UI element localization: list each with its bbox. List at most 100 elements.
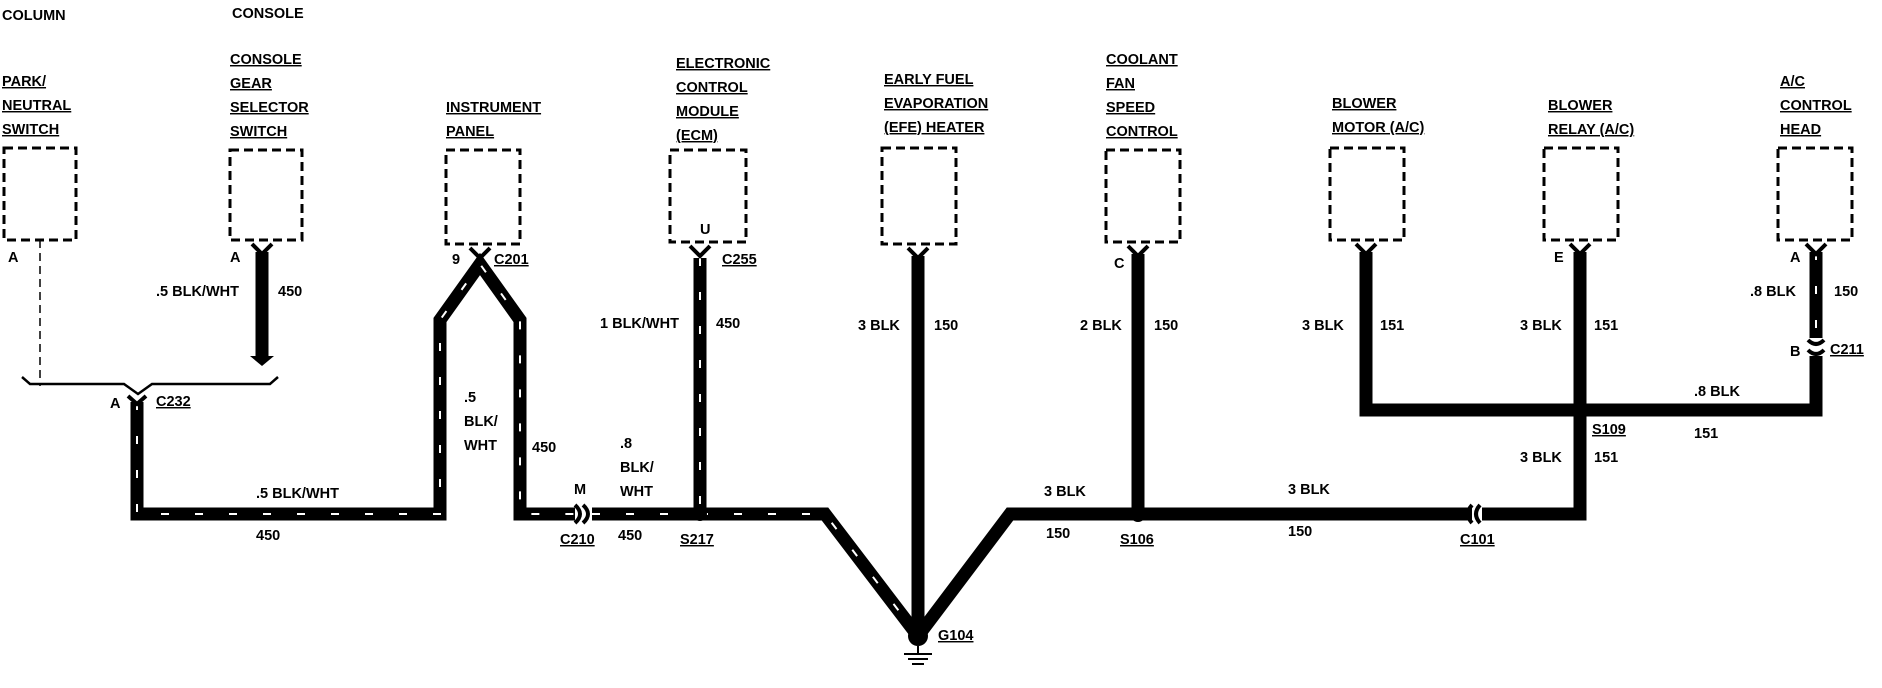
wire-circuit-label: 151 xyxy=(1380,318,1404,334)
pin-c210-m: M xyxy=(574,482,586,498)
wire-circuit-label: 450 xyxy=(532,440,556,456)
pin-ach-b: B xyxy=(1790,344,1800,360)
connector-c232-label: C232 xyxy=(156,394,191,410)
efe-heater-label: EARLY FUEL EVAPORATION (EFE) HEATER xyxy=(884,72,988,136)
wire-circuit-label: 150 xyxy=(1046,526,1070,542)
label-line: RELAY (A/C) xyxy=(1548,122,1634,138)
label-line: CONSOLE xyxy=(230,52,302,68)
wire-c232-to-ip xyxy=(130,252,575,521)
label-line: EARLY FUEL xyxy=(884,72,974,88)
label-line: MODULE xyxy=(676,104,739,120)
pin-coolant-c: C xyxy=(1114,256,1125,272)
label-line: FAN xyxy=(1106,76,1135,92)
splice-s109-label: S109 xyxy=(1592,422,1626,438)
label-line: CONTROL xyxy=(1106,124,1178,140)
terminal-c232-a xyxy=(126,394,148,407)
label-line: EVAPORATION xyxy=(884,96,988,112)
label-line: (ECM) xyxy=(676,128,718,144)
wire-s106-to-g104 xyxy=(912,507,1138,640)
terminal-efe xyxy=(906,246,930,261)
connector-c201-label: C201 xyxy=(494,252,529,268)
wire-circuit-label: 450 xyxy=(618,528,642,544)
pin-console-a: A xyxy=(230,250,241,266)
label-line: BLOWER xyxy=(1332,96,1397,112)
blower-relay-label: BLOWER RELAY (A/C) xyxy=(1548,98,1634,138)
instrument-panel-box xyxy=(444,148,522,246)
wire-circuit-label: 150 xyxy=(1834,284,1858,300)
wire-color-label: WHT xyxy=(620,484,653,500)
ground-g104-label: G104 xyxy=(938,628,973,644)
wire-color-label: .8 xyxy=(620,436,632,452)
wire-color-label: .5 BLK/WHT xyxy=(156,284,239,300)
pin-park-a: A xyxy=(8,250,19,266)
label-line: PANEL xyxy=(446,124,494,140)
terminal-coolant-c xyxy=(1126,244,1150,259)
ecm-label: ELECTRONIC CONTROL MODULE (ECM) xyxy=(676,56,771,144)
wire-circuit-label: 150 xyxy=(1154,318,1178,334)
terminal-motor xyxy=(1354,242,1378,257)
pin-c232-a: A xyxy=(110,396,121,412)
terminal-ip-9 xyxy=(468,246,492,261)
park-neutral-switch-label: PARK/ NEUTRAL SWITCH xyxy=(2,74,71,138)
console-gear-selector-switch-box xyxy=(228,148,304,242)
label-line: SWITCH xyxy=(2,122,59,138)
connector-c255-label: C255 xyxy=(722,252,757,268)
splice-s109-dot xyxy=(1572,402,1588,418)
label-line: MOTOR (A/C) xyxy=(1332,120,1425,136)
label-line: A/C xyxy=(1780,74,1806,90)
wire-color-label: .5 BLK/WHT xyxy=(256,486,339,502)
terminal-ecm-u xyxy=(688,244,712,259)
wire-color-label: 2 BLK xyxy=(1080,318,1122,334)
wire-color-label: .8 BLK xyxy=(1694,384,1740,400)
ground-icon xyxy=(904,626,932,665)
pin-relay-e: E xyxy=(1554,250,1564,266)
console-gear-selector-switch-label: CONSOLE GEAR SELECTOR SWITCH xyxy=(230,52,309,140)
wire-motor-151 xyxy=(1359,252,1823,417)
c232-bracket xyxy=(21,376,279,396)
wire-color-label: 3 BLK xyxy=(1520,318,1562,334)
coolant-fan-speed-control-box xyxy=(1104,148,1182,244)
group-label-console: CONSOLE xyxy=(232,6,304,22)
terminal-console-a xyxy=(250,242,274,257)
label-line: HEAD xyxy=(1780,122,1821,138)
splice-s106-label: S106 xyxy=(1120,532,1154,548)
connector-c211-label: C211 xyxy=(1830,342,1864,358)
pin-ip-9: 9 xyxy=(452,252,460,268)
park-neutral-switch-box xyxy=(2,146,78,242)
connector-c210-label: C210 xyxy=(560,532,595,548)
wire-circuit-label: 151 xyxy=(1594,318,1618,334)
wire-color-label: 1 BLK/WHT xyxy=(600,316,679,332)
label-line: PARK/ xyxy=(2,74,46,90)
blower-relay-box xyxy=(1542,146,1620,242)
label-line: NEUTRAL xyxy=(2,98,71,114)
ac-control-head-label: A/C CONTROL HEAD xyxy=(1780,74,1852,138)
wire-circuit-label: 450 xyxy=(716,316,740,332)
connector-c210 xyxy=(573,503,590,525)
ac-control-head-box xyxy=(1776,146,1854,242)
connector-c101 xyxy=(1466,503,1482,525)
group-label-column: COLUMN xyxy=(2,8,66,24)
wire-color-label: BLK/ xyxy=(464,414,498,430)
pin-ecm-u: U xyxy=(700,222,710,238)
wire-circuit-label: 450 xyxy=(256,528,280,544)
wire-color-label: 3 BLK xyxy=(1288,482,1330,498)
pin-ach-a: A xyxy=(1790,250,1801,266)
label-line: SPEED xyxy=(1106,100,1155,116)
wire-s217-to-g104 xyxy=(700,507,924,640)
coolant-fan-speed-control-label: COOLANT FAN SPEED CONTROL xyxy=(1106,52,1178,140)
terminal-ach-a xyxy=(1804,242,1828,257)
label-line: CONTROL xyxy=(1780,98,1852,114)
wire-color-label: WHT xyxy=(464,438,497,454)
wire-circuit-label: 151 xyxy=(1594,450,1618,466)
label-line: (EFE) HEATER xyxy=(884,120,985,136)
label-line: SELECTOR xyxy=(230,100,309,116)
label-line: ELECTRONIC xyxy=(676,56,771,72)
label-line: COOLANT xyxy=(1106,52,1178,68)
wire-color-label: 3 BLK xyxy=(1044,484,1086,500)
efe-heater-box xyxy=(880,146,958,246)
label-line: BLOWER xyxy=(1548,98,1613,114)
connector-c101-label: C101 xyxy=(1460,532,1495,548)
splice-s217-dot xyxy=(693,507,707,521)
wire-color-label: .8 BLK xyxy=(1750,284,1796,300)
